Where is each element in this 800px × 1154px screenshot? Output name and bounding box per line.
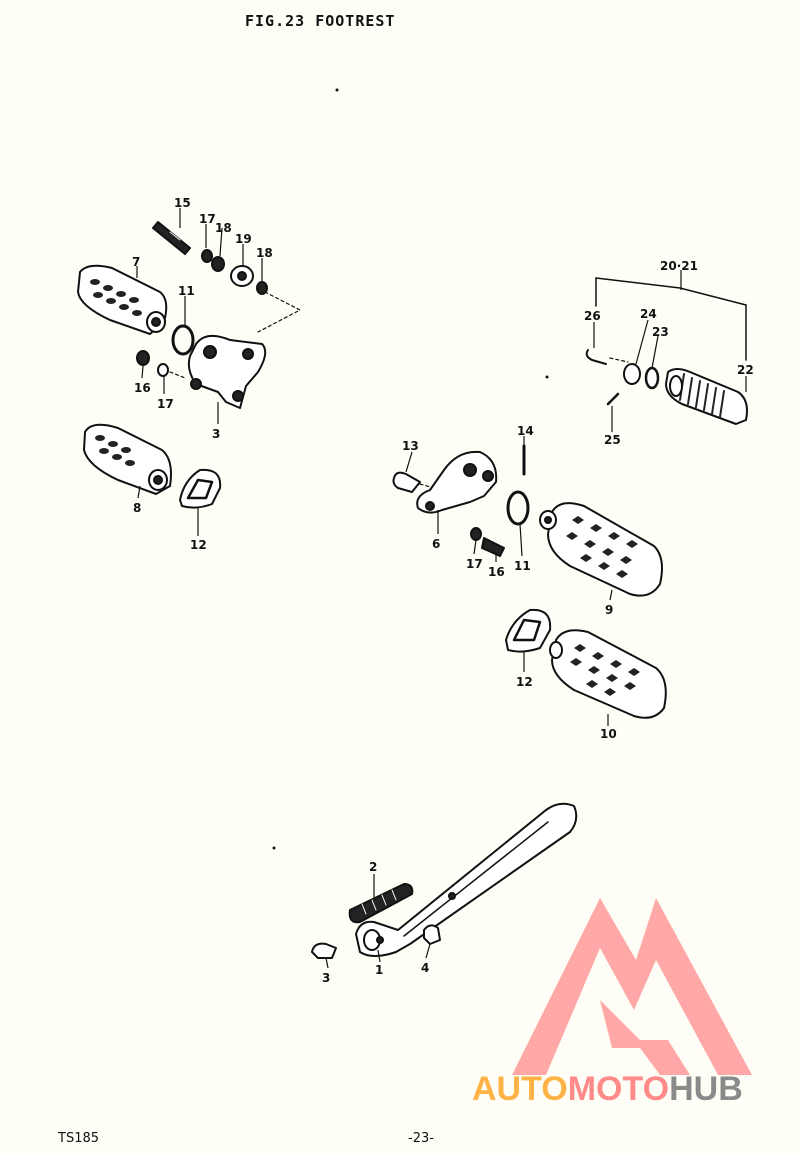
footrest-22 bbox=[665, 368, 748, 425]
callout-12-b: 12 bbox=[516, 675, 533, 689]
pin-26 bbox=[585, 349, 607, 365]
footrest-7 bbox=[77, 264, 168, 335]
nut-18-upper bbox=[211, 256, 225, 272]
callout-18-a: 18 bbox=[215, 221, 232, 235]
callout-8: 8 bbox=[133, 501, 141, 515]
pin-25 bbox=[606, 392, 620, 406]
callout-2: 2 bbox=[369, 860, 377, 874]
rubber-12-right bbox=[505, 608, 552, 653]
spring-2 bbox=[348, 883, 414, 924]
figure-title: FIG.23 FOOTREST bbox=[245, 12, 396, 30]
pin-3 bbox=[311, 942, 337, 959]
callout-23: 23 bbox=[652, 325, 669, 339]
callout-9: 9 bbox=[605, 603, 613, 617]
callout-24: 24 bbox=[640, 307, 657, 321]
callout-11-b: 11 bbox=[514, 559, 531, 573]
footrest-8 bbox=[83, 423, 172, 495]
watermark-logo-icon bbox=[512, 898, 752, 1075]
callout-16-a: 16 bbox=[134, 381, 151, 395]
callout-16-b: 16 bbox=[488, 565, 505, 579]
callout-17-a: 17 bbox=[199, 212, 216, 226]
callout-3-a: 3 bbox=[212, 427, 220, 441]
spring-24 bbox=[623, 363, 641, 385]
callout-6: 6 bbox=[432, 537, 440, 551]
callout-22: 22 bbox=[737, 363, 754, 377]
washer-17-left bbox=[157, 363, 169, 377]
bracket-6 bbox=[416, 450, 498, 514]
rubber-12-left bbox=[179, 468, 222, 509]
bushing-4 bbox=[423, 924, 441, 945]
footrest-10 bbox=[549, 629, 667, 719]
callout-12-a: 12 bbox=[190, 538, 207, 552]
washer-17-right bbox=[470, 527, 482, 541]
nut-16-left bbox=[136, 350, 150, 366]
callout-18-b: 18 bbox=[256, 246, 273, 260]
callout-25: 25 bbox=[604, 433, 621, 447]
ring-23 bbox=[644, 366, 660, 390]
callout-14: 14 bbox=[517, 424, 534, 438]
callout-10: 10 bbox=[600, 727, 617, 741]
bolt-15 bbox=[152, 221, 191, 255]
callout-11-a: 11 bbox=[178, 284, 195, 298]
ring-11-left bbox=[171, 324, 195, 356]
callout-19: 19 bbox=[235, 232, 252, 246]
callout-13: 13 bbox=[402, 439, 419, 453]
callout-17-c: 17 bbox=[466, 557, 483, 571]
watermark-text: AUTOMOTOHUB bbox=[472, 1070, 743, 1109]
callout-1: 1 bbox=[375, 963, 383, 977]
footer-model: TS185 bbox=[58, 1131, 100, 1146]
washer-17-upper bbox=[201, 249, 213, 263]
watermark-hub: HUB bbox=[669, 1070, 743, 1108]
callout-3-b: 3 bbox=[322, 971, 330, 985]
callout-26: 26 bbox=[584, 309, 601, 323]
watermark-auto: AUTO bbox=[472, 1070, 568, 1108]
bolt-13 bbox=[392, 471, 421, 493]
bracket-3 bbox=[187, 334, 267, 409]
callout-4: 4 bbox=[421, 961, 429, 975]
watermark-moto: MOTO bbox=[567, 1070, 670, 1108]
footrest-9 bbox=[539, 502, 663, 597]
ring-11-right bbox=[506, 490, 530, 526]
callout-7: 7 bbox=[132, 255, 140, 269]
side-stand-1 bbox=[355, 802, 578, 957]
bolt-16-right bbox=[481, 537, 505, 557]
footer-page-number: -23- bbox=[408, 1131, 434, 1146]
callout-17-b: 17 bbox=[157, 397, 174, 411]
callout-15: 15 bbox=[174, 196, 191, 210]
callout-20-21: 20·21 bbox=[660, 259, 698, 273]
